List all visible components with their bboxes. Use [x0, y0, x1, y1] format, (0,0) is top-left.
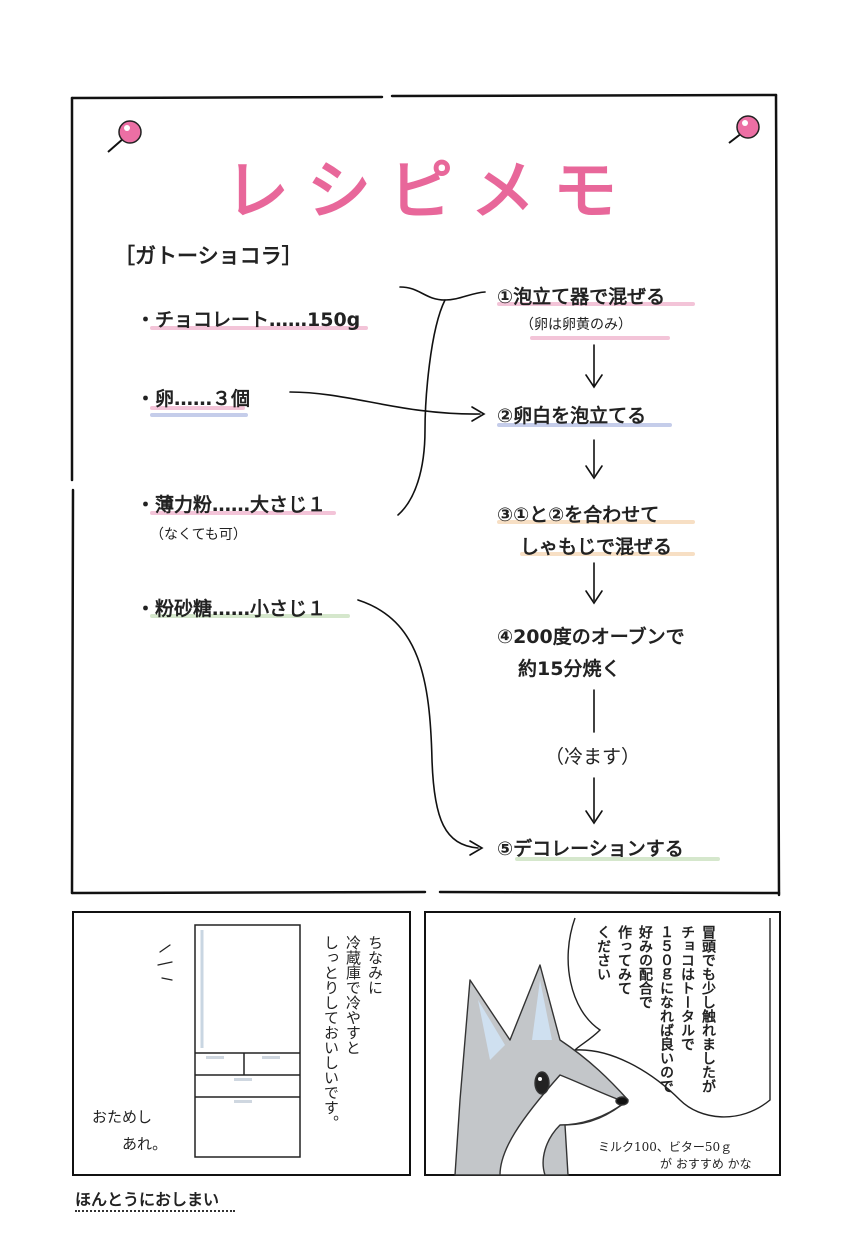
vertical-line: しっとりしておいしいです。 [322, 935, 340, 1130]
egg-arrow-head [471, 406, 486, 422]
highlight-step1-note [530, 336, 670, 340]
footer-text: ほんとうにおしまい [75, 1190, 220, 1209]
highlight-step3-line2 [520, 552, 695, 556]
wolf-icon [454, 964, 629, 1176]
highlight-step1 [497, 302, 695, 306]
ingredient-flour: ・薄力粉……大さじ１ [136, 494, 327, 516]
fridge-icon [194, 924, 301, 1158]
note-line-2: が おすすめ かな [660, 1157, 752, 1171]
speech-line: 冒頭でも少し触れましたが [700, 925, 716, 1093]
recipe-name: ［ガトーショコラ］ [114, 244, 303, 268]
pin-left-icon [107, 120, 142, 153]
ingredient-flour-note: （なくても可） [150, 527, 247, 543]
step-3-line1: ③①と②を合わせて [497, 504, 660, 526]
highlight-chocolate [150, 326, 368, 330]
ingredient-egg: ・卵……３個 [136, 388, 251, 410]
speech-line: 作ってみて [616, 925, 632, 995]
step-5: ⑤デコレーションする [497, 838, 684, 860]
down-arrow-1 [585, 344, 603, 389]
bracket-curve [397, 299, 446, 516]
speech-line: 好みの配合で [637, 925, 653, 1009]
step-1-note: （卵は卵黄のみ） [520, 317, 632, 333]
handwritten-line: あれ。 [122, 1135, 168, 1153]
vertical-line: 冷蔵庫で冷やすと [344, 935, 362, 1055]
speech-line: チョコはトータルで [679, 925, 695, 1051]
step-2: ②卵白を泡立てる [497, 405, 647, 427]
speech-line: ください [595, 925, 611, 981]
down-arrow-2 [585, 439, 603, 480]
highlight-egg-blue [150, 413, 248, 417]
highlight-step5 [515, 857, 720, 861]
handwritten-line: おためし [92, 1108, 153, 1126]
sugar-arrow-line [357, 599, 479, 849]
panel-left-frame [72, 911, 411, 1176]
recipe-arrows [289, 286, 603, 856]
page-title: レシピメモ [225, 155, 635, 229]
highlight-step2 [497, 423, 672, 427]
egg-arrow-line [289, 391, 481, 415]
bracket-top [399, 286, 486, 301]
step-4-line1: ④200度のオーブンで [497, 626, 685, 648]
ingredient-chocolate: ・チョコレート……150g [136, 309, 361, 331]
vertical-line: ちなみに [366, 935, 384, 995]
panel-left-vertical-text: ちなみに 冷蔵庫で冷やすと しっとりしておいしいです。 [320, 935, 386, 1130]
pin-right-icon [728, 115, 760, 144]
step-cool: （冷ます） [545, 746, 641, 768]
highlight-flour [150, 511, 336, 515]
speech-line: １５０ｇになれば良いので [658, 925, 674, 1093]
sparkle-icon [157, 944, 173, 981]
memo-frame [70, 93, 781, 897]
sugar-arrow-head [469, 840, 484, 856]
highlight-egg-pink [150, 406, 245, 410]
down-arrow-4-lower [585, 777, 603, 825]
note-line-1: ミルク100、ビター50ｇ [598, 1140, 733, 1154]
highlight-sugar [150, 614, 350, 618]
panel-right-frame [424, 911, 781, 1176]
highlight-step3-line1 [497, 520, 695, 524]
speech-text: 冒頭でも少し触れましたが チョコはトータルで １５０ｇになれば良いので 好みの配… [592, 925, 718, 1093]
step-3-line2: しゃもじで混ぜる [520, 536, 673, 558]
ingredient-sugar: ・粉砂糖……小さじ１ [136, 598, 327, 620]
speech-bubble [567, 917, 771, 1118]
footer-dotted-underline [75, 1210, 235, 1212]
down-arrow-3 [585, 562, 603, 605]
step-4-line2: 約15分焼く [518, 658, 621, 680]
step-1: ①泡立て器で混ぜる [497, 286, 666, 308]
